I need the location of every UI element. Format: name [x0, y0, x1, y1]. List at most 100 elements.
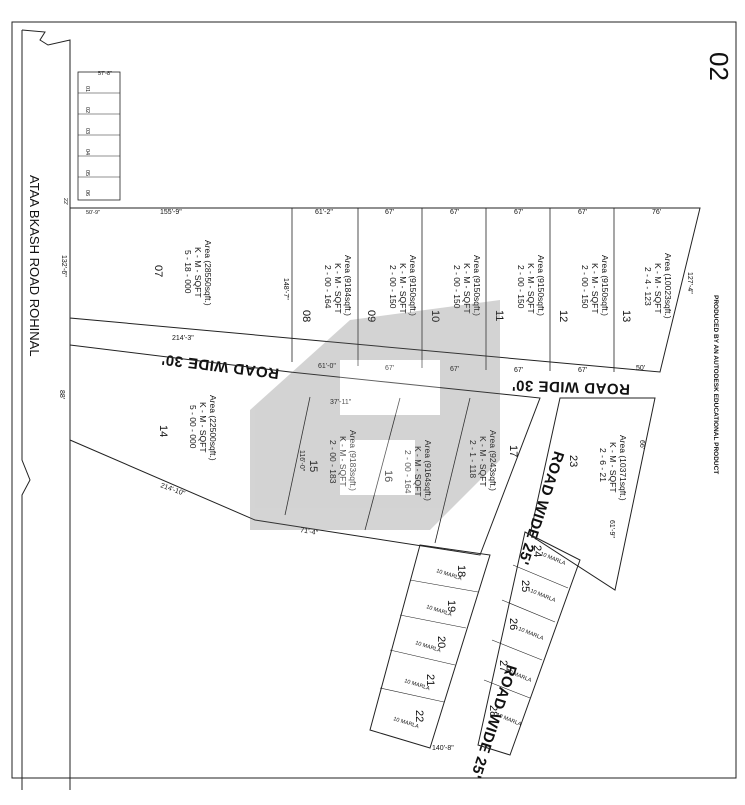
main-road: ATAA BKASH ROAD ROHINAL — [21, 29, 71, 790]
small-plot-number: 28 — [487, 705, 499, 717]
plot-07: Area (28550sqft.) K - M - SQFT 5 - 18 - … — [152, 240, 213, 306]
small-plot-number: 27 — [497, 660, 509, 672]
plot-units: K - M - SQFT — [193, 247, 203, 298]
plot-area: Area (9243sqft.) — [488, 430, 498, 491]
plot-11: Area (9150sqft.) K - M - SQFT 2 - 00 - 1… — [493, 255, 546, 321]
plot-23-block: Area (10371sqft.) K - M - SQFT 2 - 6 - 2… — [529, 397, 656, 591]
producer-note: PRODUCED BY AN AUTODESK EDUCATIONAL PROD… — [712, 295, 719, 474]
main-road-label: ATAA BKASH ROAD ROHINAL — [27, 175, 42, 357]
plot-15: Area (9183sqft.) K - M - SQFT 2 - 00 - 1… — [307, 430, 358, 491]
plot-area: Area (9183sqft.) — [348, 430, 358, 491]
dim-label: 61'-0" — [318, 363, 336, 370]
plot-units: K - M - SQFT — [608, 442, 618, 493]
watermark-shape — [250, 300, 500, 530]
plot-value: 2 - 6 - 21 — [598, 448, 608, 482]
plot-divider — [491, 639, 543, 661]
plot-divider — [434, 397, 471, 544]
plot-13: Area (10023sqft.) K - M - SQFT 2 - 4 - 1… — [620, 253, 673, 322]
plot-units: K - M - SQFT — [462, 263, 472, 314]
dim-label: 61'-2" — [315, 209, 333, 216]
plot-value: 2 - 00 - 164 — [403, 450, 413, 494]
plot-number: 23 — [567, 455, 579, 467]
dim-label: 148'-7" — [282, 278, 289, 300]
plot-area: Area (10371sqft.) — [618, 435, 628, 501]
plot-area: Area (9184sqft.) — [343, 255, 353, 316]
plot-14: Area (22500sqft.) K - M - SQFT 5 - 00 - … — [157, 395, 218, 461]
plot-area: Area (9150sqft.) — [472, 255, 482, 316]
upper-block-outline — [69, 207, 701, 373]
small-plot-number: 22 — [413, 710, 425, 722]
plot-area: Area (9164sqft.) — [423, 440, 433, 501]
plot-value: 5 - 00 - 000 — [188, 405, 198, 449]
dim-label: 67' — [385, 365, 394, 372]
plot-units: K - M - SQFT — [413, 446, 423, 497]
dim-label: 67' — [578, 209, 587, 216]
plot-number: 07 — [152, 265, 164, 277]
dim-label: 67' — [514, 367, 523, 374]
plot-number: 10 — [429, 310, 441, 322]
upper-block: 155'-9" 61'-2" 67' 67' 67' 67' 76' 132'-… — [60, 207, 701, 374]
drawing-border — [11, 21, 737, 779]
small-plot-number: 21 — [424, 674, 436, 686]
plot-16: Area (9164sqft.) K - M - SQFT 2 - 00 - 1… — [382, 440, 433, 501]
plot-units: K - M - SQFT — [198, 402, 208, 453]
watermark-logo — [250, 300, 500, 530]
plot-12: Area (9150sqft.) K - M - SQFT 2 - 00 - 1… — [557, 255, 610, 322]
dim-label: 67' — [450, 366, 459, 373]
road-30-label-a: ROAD WIDE 30' — [160, 350, 280, 381]
plot-area: Area (28550sqft.) — [203, 240, 213, 306]
plot-divider — [512, 564, 569, 589]
plot-units: K - M - SQFT — [653, 263, 663, 314]
dim-label: 66' — [638, 440, 645, 449]
dim-label: 155'-9" — [160, 209, 182, 216]
strip-plot-no: 04 — [84, 149, 90, 155]
dim-label: 57'-8" — [98, 71, 112, 77]
plot-value: 2 - 00 - 150 — [580, 265, 590, 309]
plot-divider — [389, 649, 456, 666]
dim-label: 76' — [652, 209, 661, 216]
plot-divider — [379, 687, 445, 703]
dim-label: 71'-4" — [300, 527, 319, 537]
plot-number: 15 — [307, 460, 319, 472]
small-plot-number: 19 — [445, 600, 457, 612]
dim-label: 140'-8" — [432, 745, 454, 752]
small-plot-number: 20 — [435, 636, 447, 648]
dim-label: 127'-4" — [686, 272, 693, 294]
small-plot-label: 10 MARLA — [539, 551, 566, 567]
plot-divider — [364, 397, 401, 531]
plot-units: K - M - SQFT — [526, 263, 536, 314]
plot-23: Area (10371sqft.) K - M - SQFT 2 - 6 - 2… — [567, 435, 628, 501]
plot-value: 2 - 00 - 183 — [328, 440, 338, 484]
plot-value: 5 - 18 - 000 — [183, 250, 193, 294]
lower-block: 88' 214'-10" 37'-11" 71'-4" 116'-0" Area… — [58, 344, 541, 556]
plot-divider — [409, 579, 479, 593]
plot-08: Area (9184sqft.) K - M - SQFT 2 - 00 - 1… — [300, 255, 353, 322]
plot-divider — [483, 679, 531, 699]
small-plot-label: 10 MARLA — [517, 626, 544, 642]
strip-plot-no: 06 — [84, 190, 90, 196]
plot-number: 16 — [382, 470, 394, 482]
strip-plot-no: 01 — [84, 86, 90, 92]
small-plots-left: 18 10 MARLA 19 10 MARLA 20 10 MARLA 21 1… — [369, 544, 491, 752]
dim-label: 50' — [636, 365, 645, 372]
dim-label: 116'-0" — [298, 450, 305, 472]
plot-units: K - M - SQFT — [478, 436, 488, 487]
dim-label: 67' — [450, 209, 459, 216]
plot-number: 17 — [507, 445, 519, 457]
small-plot-number: 26 — [507, 618, 519, 630]
lower-block-outline — [69, 344, 541, 556]
dim-label: 67' — [578, 367, 587, 374]
main-road-edge — [21, 29, 71, 790]
plot-units: K - M - SQFT — [338, 436, 348, 487]
sheet-number: 02 — [704, 52, 734, 81]
plot-number: 12 — [557, 310, 569, 322]
main-road-edge-outer — [21, 30, 31, 790]
small-plots-right-outline — [477, 531, 581, 756]
strip-plot-no: 05 — [84, 170, 90, 176]
plot-units: K - M - SQFT — [590, 263, 600, 314]
plot-value: 2 - 00 - 150 — [388, 265, 398, 309]
plot-area: Area (9150sqft.) — [600, 255, 610, 316]
plot-area: Area (9150sqft.) — [536, 255, 546, 316]
